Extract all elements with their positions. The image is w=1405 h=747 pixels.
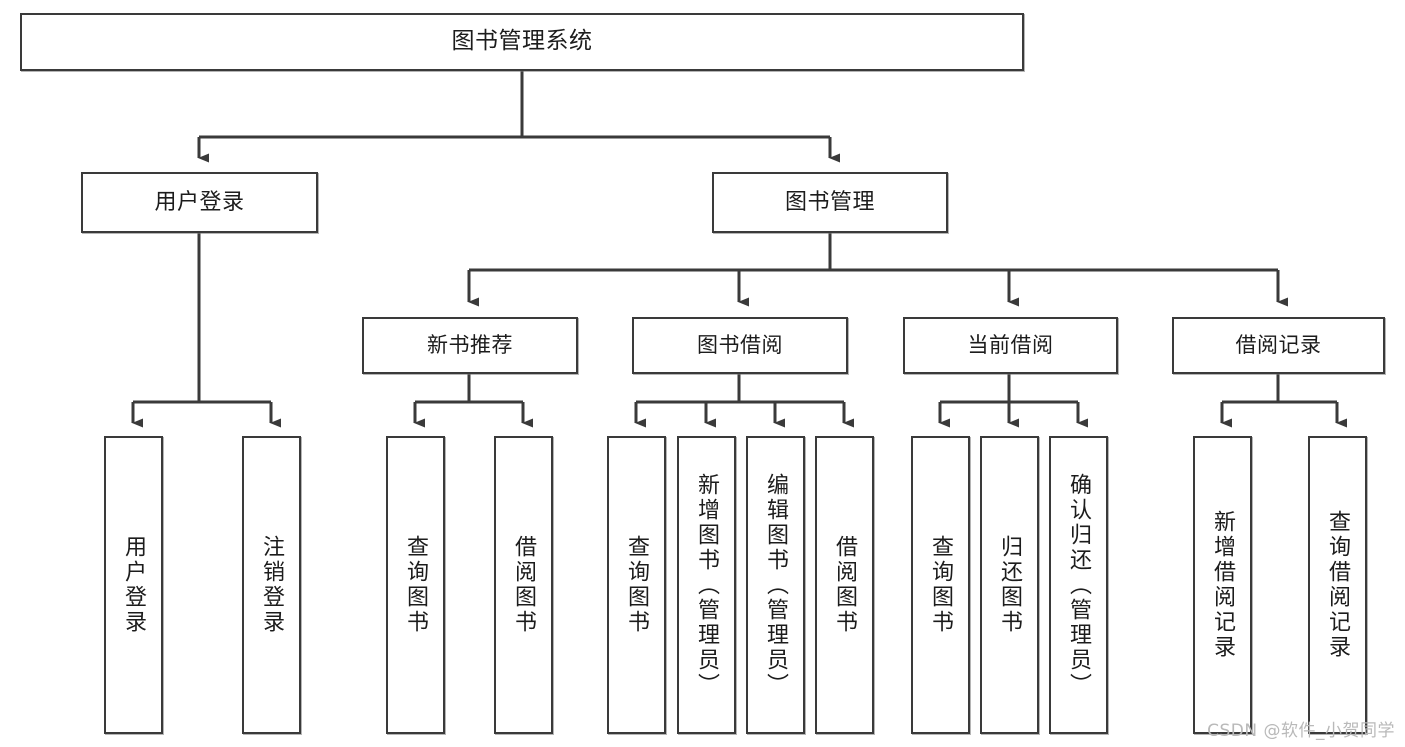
leaf-user-login[interactable]: 用户登录 (104, 436, 163, 734)
node-label: 用户登录 (121, 535, 147, 635)
leaf-return-book[interactable]: 归还图书 (980, 436, 1039, 734)
leaf-borrow-book[interactable]: 借阅图书 (815, 436, 874, 734)
node-new-book-recommend[interactable]: 新书推荐 (362, 317, 578, 374)
node-label: 新书推荐 (427, 333, 513, 358)
node-label: 新增借阅记录 (1210, 510, 1236, 660)
node-user-login[interactable]: 用户登录 (81, 172, 318, 233)
node-label: 查询借阅记录 (1325, 510, 1351, 660)
leaf-edit-book-admin[interactable]: 编辑图书（管理员） (746, 436, 805, 734)
node-label: 图书管理 (784, 189, 875, 215)
node-label: 确认归还（管理员） (1066, 472, 1092, 698)
node-label: 图书管理系统 (451, 28, 593, 55)
node-label: 查询图书 (403, 535, 429, 635)
node-label: 用户登录 (154, 189, 245, 215)
node-label: 编辑图书（管理员） (763, 472, 789, 698)
node-label: 借阅图书 (832, 535, 858, 635)
node-label: 查询图书 (624, 535, 650, 635)
node-label: 归还图书 (997, 535, 1023, 635)
node-borrow-record[interactable]: 借阅记录 (1172, 317, 1385, 374)
leaf-borrow-book-new-rec[interactable]: 借阅图书 (494, 436, 553, 734)
node-book-manage[interactable]: 图书管理 (712, 172, 948, 233)
node-label: 新增图书（管理员） (694, 472, 720, 698)
node-label: 查询图书 (928, 535, 954, 635)
node-root-book-management-system[interactable]: 图书管理系统 (20, 13, 1024, 71)
leaf-logout[interactable]: 注销登录 (242, 436, 301, 734)
node-label: 借阅图书 (511, 535, 537, 635)
leaf-query-book-current[interactable]: 查询图书 (911, 436, 970, 734)
node-current-borrow[interactable]: 当前借阅 (903, 317, 1118, 374)
leaf-query-book-borrow[interactable]: 查询图书 (607, 436, 666, 734)
node-book-borrow[interactable]: 图书借阅 (632, 317, 848, 374)
node-label: 图书借阅 (697, 333, 783, 358)
leaf-confirm-return-admin[interactable]: 确认归还（管理员） (1049, 436, 1108, 734)
node-label: 注销登录 (259, 535, 285, 635)
leaf-query-borrow-record[interactable]: 查询借阅记录 (1308, 436, 1367, 734)
node-label: 借阅记录 (1235, 333, 1322, 358)
node-label: 当前借阅 (967, 333, 1054, 358)
leaf-add-borrow-record[interactable]: 新增借阅记录 (1193, 436, 1252, 734)
leaf-add-book-admin[interactable]: 新增图书（管理员） (677, 436, 736, 734)
leaf-query-book-new-rec[interactable]: 查询图书 (386, 436, 445, 734)
